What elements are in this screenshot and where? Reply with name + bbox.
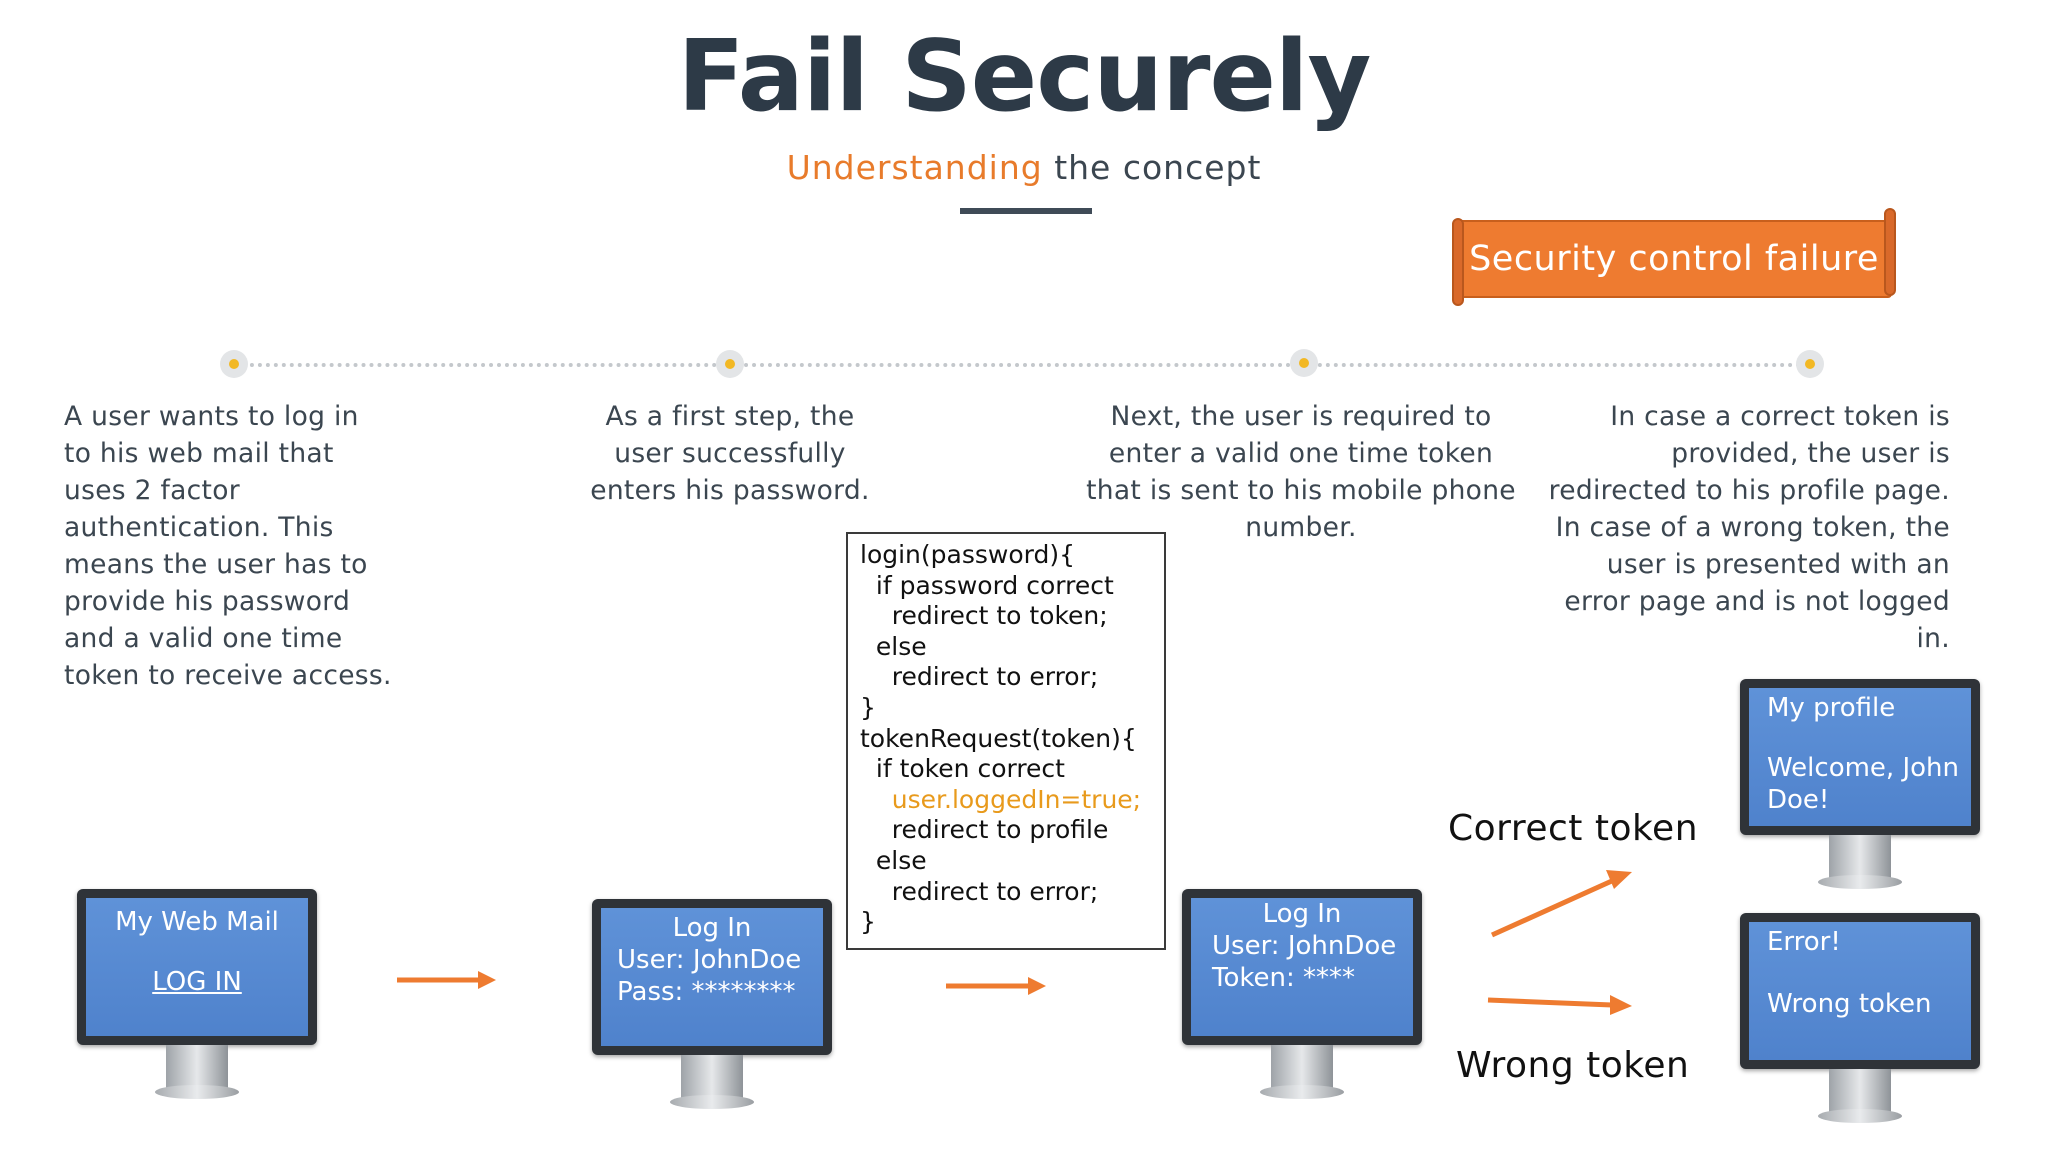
node-dot (1805, 359, 1815, 369)
code-line: } (860, 692, 876, 722)
profile-title: My profile (1767, 693, 1896, 723)
password-line: Pass: ******** (617, 977, 796, 1007)
monitor-profile: My profile Welcome, John Doe! (1740, 679, 1980, 901)
timeline-node-1 (220, 350, 248, 378)
monitor-stand (1271, 1045, 1333, 1091)
step-1-description: A user wants to log in to his web mail t… (64, 401, 392, 691)
code-line: redirect to error; (860, 662, 1099, 692)
monitor-stand (681, 1055, 743, 1101)
monitor-bezel: My profile Welcome, John Doe! (1740, 679, 1980, 835)
code-line: else (860, 631, 927, 661)
webmail-title: My Web Mail (115, 907, 279, 937)
monitor-screen: Log In User: JohnDoe Token: **** (1191, 898, 1413, 1036)
monitor-bezel: Log In User: JohnDoe Pass: ******** (592, 899, 832, 1055)
monitor-base (1818, 875, 1902, 889)
code-line: redirect to token; (860, 601, 1108, 631)
node-dot (229, 359, 239, 369)
token-line: Token: **** (1212, 963, 1355, 993)
monitor-stand (166, 1045, 228, 1091)
code-line: redirect to profile (860, 815, 1109, 845)
error-message: Wrong token (1767, 989, 1932, 1019)
monitor-error: Error! Wrong token (1740, 913, 1980, 1135)
monitor-webmail: My Web Mail LOG IN (77, 889, 317, 1109)
code-line: if token correct (860, 754, 1065, 784)
step-3-description: Next, the user is required to enter a va… (1086, 401, 1516, 543)
monitor-password-login: Log In User: JohnDoe Pass: ******** (592, 899, 832, 1119)
node-dot (1299, 358, 1309, 368)
correct-token-label: Correct token (1448, 808, 1699, 849)
welcome-line-1: Welcome, John (1767, 753, 1959, 783)
login-screen-title: Log In (672, 913, 752, 943)
code-line: if password correct (860, 570, 1114, 600)
timeline-dotted-line (234, 363, 1810, 367)
token-screen-title: Log In (1262, 899, 1342, 929)
code-line: else (860, 845, 927, 875)
pseudo-code-box: login(password){ if password correct red… (846, 532, 1166, 950)
monitor-base (1260, 1085, 1344, 1099)
arrow-wrong-token (1487, 995, 1632, 1015)
monitor-token-login: Log In User: JohnDoe Token: **** (1182, 889, 1422, 1109)
code-line: } (860, 907, 876, 937)
page-title: Fail Securely (677, 20, 1372, 134)
monitor-screen: My profile Welcome, John Doe! (1749, 688, 1971, 826)
monitor-bezel: Error! Wrong token (1740, 913, 1980, 1069)
error-title: Error! (1767, 927, 1841, 957)
timeline-node-3 (1290, 349, 1318, 377)
title-underline (960, 208, 1092, 214)
subtitle-accent: Understanding (786, 148, 1043, 187)
security-control-failure-banner: Security control failure (1452, 208, 1896, 306)
step-2-description: As a first step, the user successfully e… (590, 401, 870, 506)
code-line-highlighted: user.loggedIn=true; (860, 784, 1142, 814)
monitor-stand (1829, 835, 1891, 881)
monitor-stand (1829, 1069, 1891, 1115)
code-line: login(password){ (860, 540, 1076, 569)
username-line: User: JohnDoe (617, 945, 802, 975)
wrong-token-label: Wrong token (1456, 1045, 1690, 1086)
timeline-node-4 (1796, 350, 1824, 378)
code-line: tokenRequest(token){ (860, 723, 1137, 753)
monitor-screen: Error! Wrong token (1749, 922, 1971, 1060)
arrow-correct-token (1490, 870, 1632, 938)
monitor-bezel: Log In User: JohnDoe Token: **** (1182, 889, 1422, 1045)
monitor-screen: Log In User: JohnDoe Pass: ******** (601, 908, 823, 1046)
timeline-node-2 (716, 350, 744, 378)
login-link[interactable]: LOG IN (152, 967, 242, 997)
arrow-2 (946, 977, 1046, 995)
monitor-bezel: My Web Mail LOG IN (77, 889, 317, 1045)
monitor-base (155, 1085, 239, 1099)
node-dot (725, 359, 735, 369)
monitor-base (670, 1095, 754, 1109)
monitor-base (1818, 1109, 1902, 1123)
welcome-line-2: Doe! (1767, 785, 1830, 815)
step-4-description: In case a correct token is provided, the… (1548, 401, 1950, 654)
page-subtitle: Understanding the concept (0, 148, 2048, 187)
arrow-1 (397, 971, 496, 989)
banner-label: Security control failure (1469, 239, 1879, 279)
code-line: redirect to error; (860, 876, 1099, 906)
username-line: User: JohnDoe (1212, 931, 1397, 961)
monitor-screen: My Web Mail LOG IN (86, 898, 308, 1036)
subtitle-rest: the concept (1042, 148, 1262, 187)
